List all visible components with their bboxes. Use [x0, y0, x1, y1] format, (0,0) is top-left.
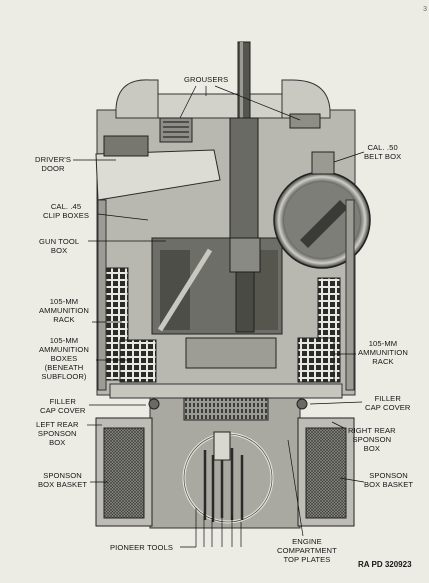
label-filler-cap-right: FILLER CAP COVER	[365, 394, 411, 412]
label-drivers-door: DRIVER'S DOOR	[35, 155, 72, 173]
figure-reference: RA PD 320923	[358, 560, 412, 569]
label-filler-cap-left: FILLER CAP COVER	[40, 397, 86, 415]
label-right-rear-sponson: RIGHT REAR SPONSON BOX	[348, 426, 396, 453]
drivers-door	[95, 149, 221, 201]
engine-grille	[183, 397, 269, 421]
label-ammo-boxes: 105-MM AMMUNITION BOXES (BENEATH SUBFLOO…	[39, 336, 89, 381]
label-sponson-basket-right: SPONSON BOX BASKET	[364, 471, 414, 489]
label-sponson-basket-left: SPONSON BOX BASKET	[38, 471, 88, 489]
label-gun-tool-box: GUN TOOL BOX	[39, 237, 80, 255]
left-fender	[115, 79, 159, 119]
leader-lines	[73, 85, 365, 548]
label-ammo-rack-left: 105-MM AMMUNITION RACK	[39, 297, 89, 324]
label-ammo-rack-right: 105-MM AMMUNITION RACK	[358, 339, 408, 366]
ammo-boxes-right	[297, 337, 335, 383]
grouser-pack-right	[289, 113, 321, 129]
label-engine-plates: ENGINE COMPARTMENT TOP PLATES	[277, 537, 337, 564]
sponson-basket-right	[305, 427, 347, 519]
pioneer-tools	[203, 440, 244, 522]
label-left-rear-sponson: LEFT REAR SPONSON BOX	[36, 420, 79, 447]
gun-breech	[229, 237, 261, 273]
belt-box	[311, 151, 335, 175]
label-cal45-clip-boxes: CAL. .45 CLIP BOXES	[43, 202, 90, 220]
label-grousers: GROUSERS	[184, 75, 229, 84]
corner-mark: 3	[423, 6, 427, 13]
drivers-hatch-frame	[103, 135, 149, 157]
filler-cap-left	[148, 398, 160, 410]
ammo-boxes-left	[119, 339, 157, 383]
sponson-basket-left	[103, 427, 145, 519]
label-cal50-belt-box: CAL. .50 BELT BOX	[364, 143, 402, 161]
gun-mount	[229, 117, 259, 239]
label-pioneer-tools: PIONEER TOOLS	[110, 543, 174, 552]
front-plate	[157, 93, 283, 119]
right-fender	[281, 79, 331, 119]
filler-cap-right	[296, 398, 308, 410]
rear-bulkhead	[109, 383, 343, 399]
